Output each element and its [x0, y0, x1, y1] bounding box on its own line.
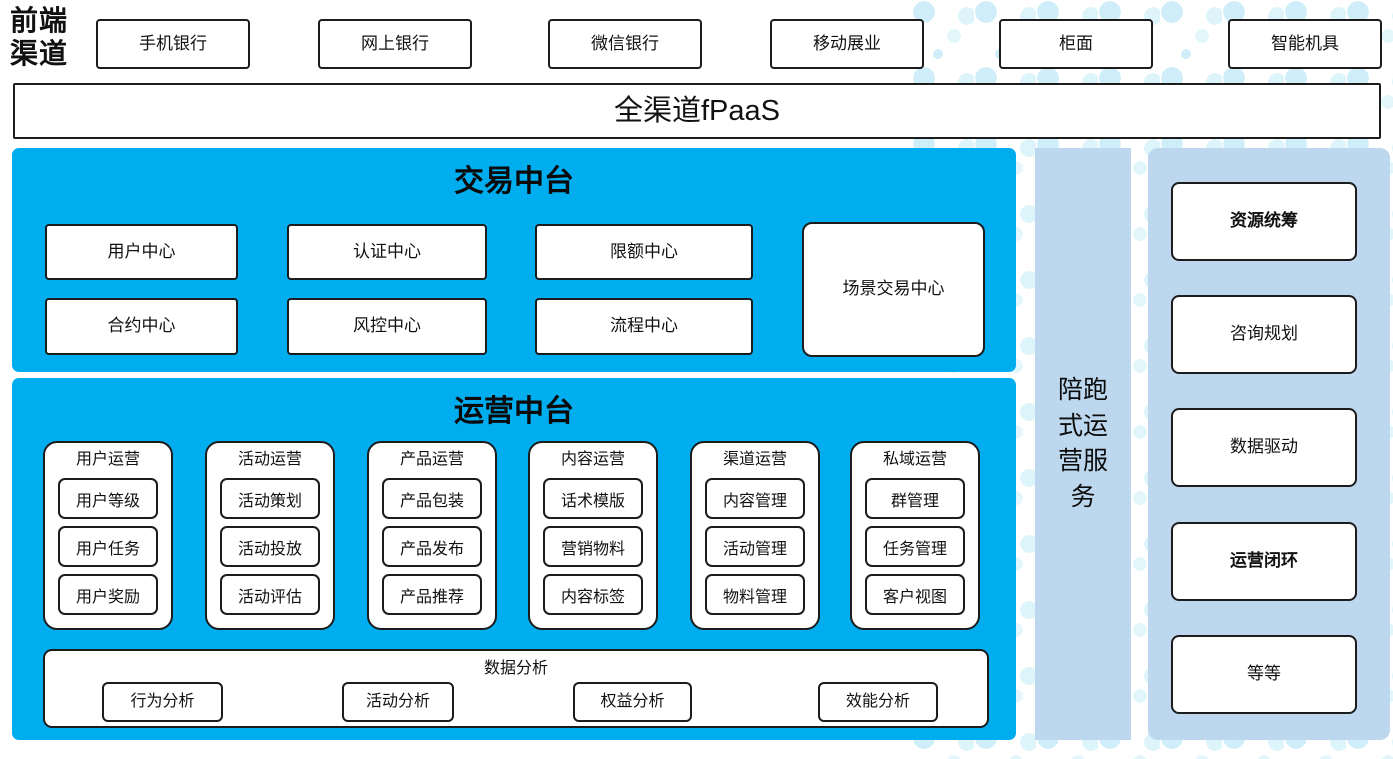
ops-item: 产品包装	[382, 478, 482, 520]
ops-item: 产品发布	[382, 526, 482, 568]
front-channels-label: 前端渠道	[10, 6, 69, 71]
service-box-data-driven: 数据驱动	[1171, 408, 1357, 487]
ops-column-title: 活动运营	[237, 451, 302, 468]
trade-box-process-center: 流程中心	[535, 298, 753, 355]
ops-item: 活动管理	[705, 526, 805, 568]
ops-column-title: 渠道运营	[722, 451, 787, 468]
trade-box-risk-center: 风控中心	[287, 298, 487, 355]
trade-box-user-center: 用户中心	[45, 224, 238, 280]
channel-box-online-banking: 网上银行	[318, 19, 472, 69]
ops-column-product-operation: 产品运营 产品包装 产品发布 产品推荐	[367, 441, 497, 630]
analysis-box-behavior: 行为分析	[102, 682, 223, 722]
ops-column-title: 产品运营	[399, 451, 464, 468]
trade-box-scene-transaction-center: 场景交易中心	[802, 222, 985, 357]
channel-box-mobile-sales: 移动展业	[770, 19, 924, 69]
trade-box-limit-center: 限额中心	[535, 224, 753, 280]
ops-item: 活动投放	[220, 526, 320, 568]
ops-item: 用户奖励	[58, 574, 158, 616]
ops-item: 用户等级	[58, 478, 158, 520]
companion-service-bar: 陪跑式运营服务	[1035, 148, 1131, 740]
ops-item: 内容管理	[705, 478, 805, 520]
ops-item: 用户任务	[58, 526, 158, 568]
service-box-resource-coordination: 资源统筹	[1171, 182, 1357, 261]
ops-item: 活动策划	[220, 478, 320, 520]
service-panel: 资源统筹 咨询规划 数据驱动 运营闭环 等等	[1148, 148, 1390, 740]
ops-item: 任务管理	[865, 526, 965, 568]
fpaas-bar: 全渠道fPaaS	[13, 83, 1381, 139]
service-box-consulting-planning: 咨询规划	[1171, 295, 1357, 374]
ops-column-title: 内容运营	[560, 451, 625, 468]
service-box-etc: 等等	[1171, 635, 1357, 714]
ops-item: 内容标签	[543, 574, 643, 616]
analysis-box-rights: 权益分析	[573, 682, 692, 722]
ops-item: 营销物料	[543, 526, 643, 568]
companion-service-label: 陪跑式运营服务	[1057, 376, 1108, 511]
channel-box-smart-devices: 智能机具	[1228, 19, 1382, 69]
ops-column-activity-operation: 活动运营 活动策划 活动投放 活动评估	[205, 441, 335, 630]
ops-item: 客户视图	[865, 574, 965, 616]
ops-column-user-operation: 用户运营 用户等级 用户任务 用户奖励	[43, 441, 173, 630]
ops-item: 群管理	[865, 478, 965, 520]
ops-item: 活动评估	[220, 574, 320, 616]
ops-item: 产品推荐	[382, 574, 482, 616]
channel-box-wechat-banking: 微信银行	[548, 19, 702, 69]
service-box-operation-loop: 运营闭环	[1171, 522, 1357, 601]
transaction-platform-title: 交易中台	[454, 165, 574, 198]
transaction-platform-block: 交易中台 用户中心 认证中心 限额中心 合约中心 风控中心 流程中心 场景交易中…	[12, 148, 1016, 372]
trade-box-auth-center: 认证中心	[287, 224, 487, 280]
ops-item: 话术模版	[543, 478, 643, 520]
analysis-box-activity: 活动分析	[342, 682, 454, 722]
ops-column-title: 用户运营	[75, 451, 140, 468]
ops-column-content-operation: 内容运营 话术模版 营销物料 内容标签	[528, 441, 658, 630]
analysis-box-efficiency: 效能分析	[818, 682, 938, 722]
operations-platform-title: 运营中台	[454, 395, 574, 428]
ops-column-private-domain-operation: 私域运营 群管理 任务管理 客户视图	[850, 441, 980, 630]
ops-column-channel-operation: 渠道运营 内容管理 活动管理 物料管理	[690, 441, 820, 630]
trade-box-contract-center: 合约中心	[45, 298, 238, 355]
ops-column-title: 私域运营	[882, 451, 947, 468]
data-analysis-container: 数据分析 行为分析 活动分析 权益分析 效能分析	[43, 649, 989, 728]
channel-box-counter: 柜面	[999, 19, 1153, 69]
operations-platform-block: 运营中台 用户运营 用户等级 用户任务 用户奖励 活动运营 活动策划 活动投放 …	[12, 378, 1016, 740]
channel-box-mobile-banking: 手机银行	[96, 19, 250, 69]
data-analysis-title: 数据分析	[483, 660, 548, 677]
ops-item: 物料管理	[705, 574, 805, 616]
